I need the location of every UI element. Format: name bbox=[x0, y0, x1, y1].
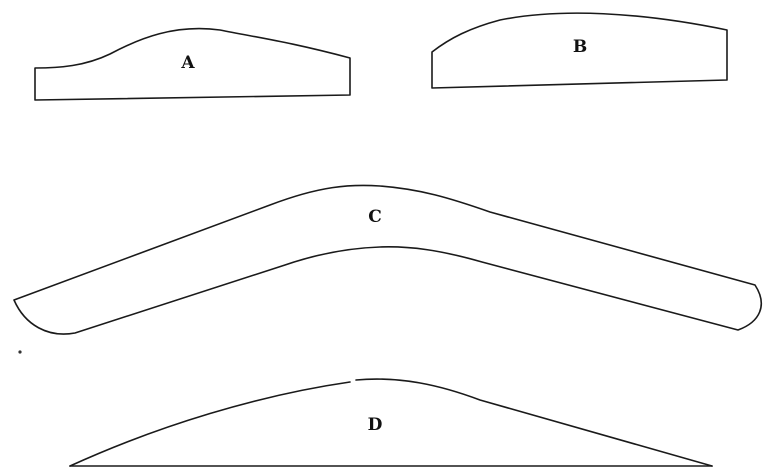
shape-d-outline bbox=[69, 381, 351, 467]
shape-d-outline-right bbox=[355, 378, 713, 467]
shape-c-label: C bbox=[368, 207, 382, 227]
shape-a-outline bbox=[34, 27, 351, 101]
shape-a: A bbox=[34, 27, 351, 101]
shape-b-outline bbox=[431, 12, 728, 89]
shape-d: D bbox=[69, 378, 713, 467]
scan-speck bbox=[18, 350, 22, 354]
shape-c: C bbox=[13, 184, 763, 335]
shape-d-label: D bbox=[368, 415, 383, 435]
shape-b: B bbox=[431, 12, 728, 89]
shape-c-outline bbox=[13, 184, 763, 335]
shape-a-label: A bbox=[180, 53, 195, 73]
shape-b-label: B bbox=[573, 37, 587, 57]
